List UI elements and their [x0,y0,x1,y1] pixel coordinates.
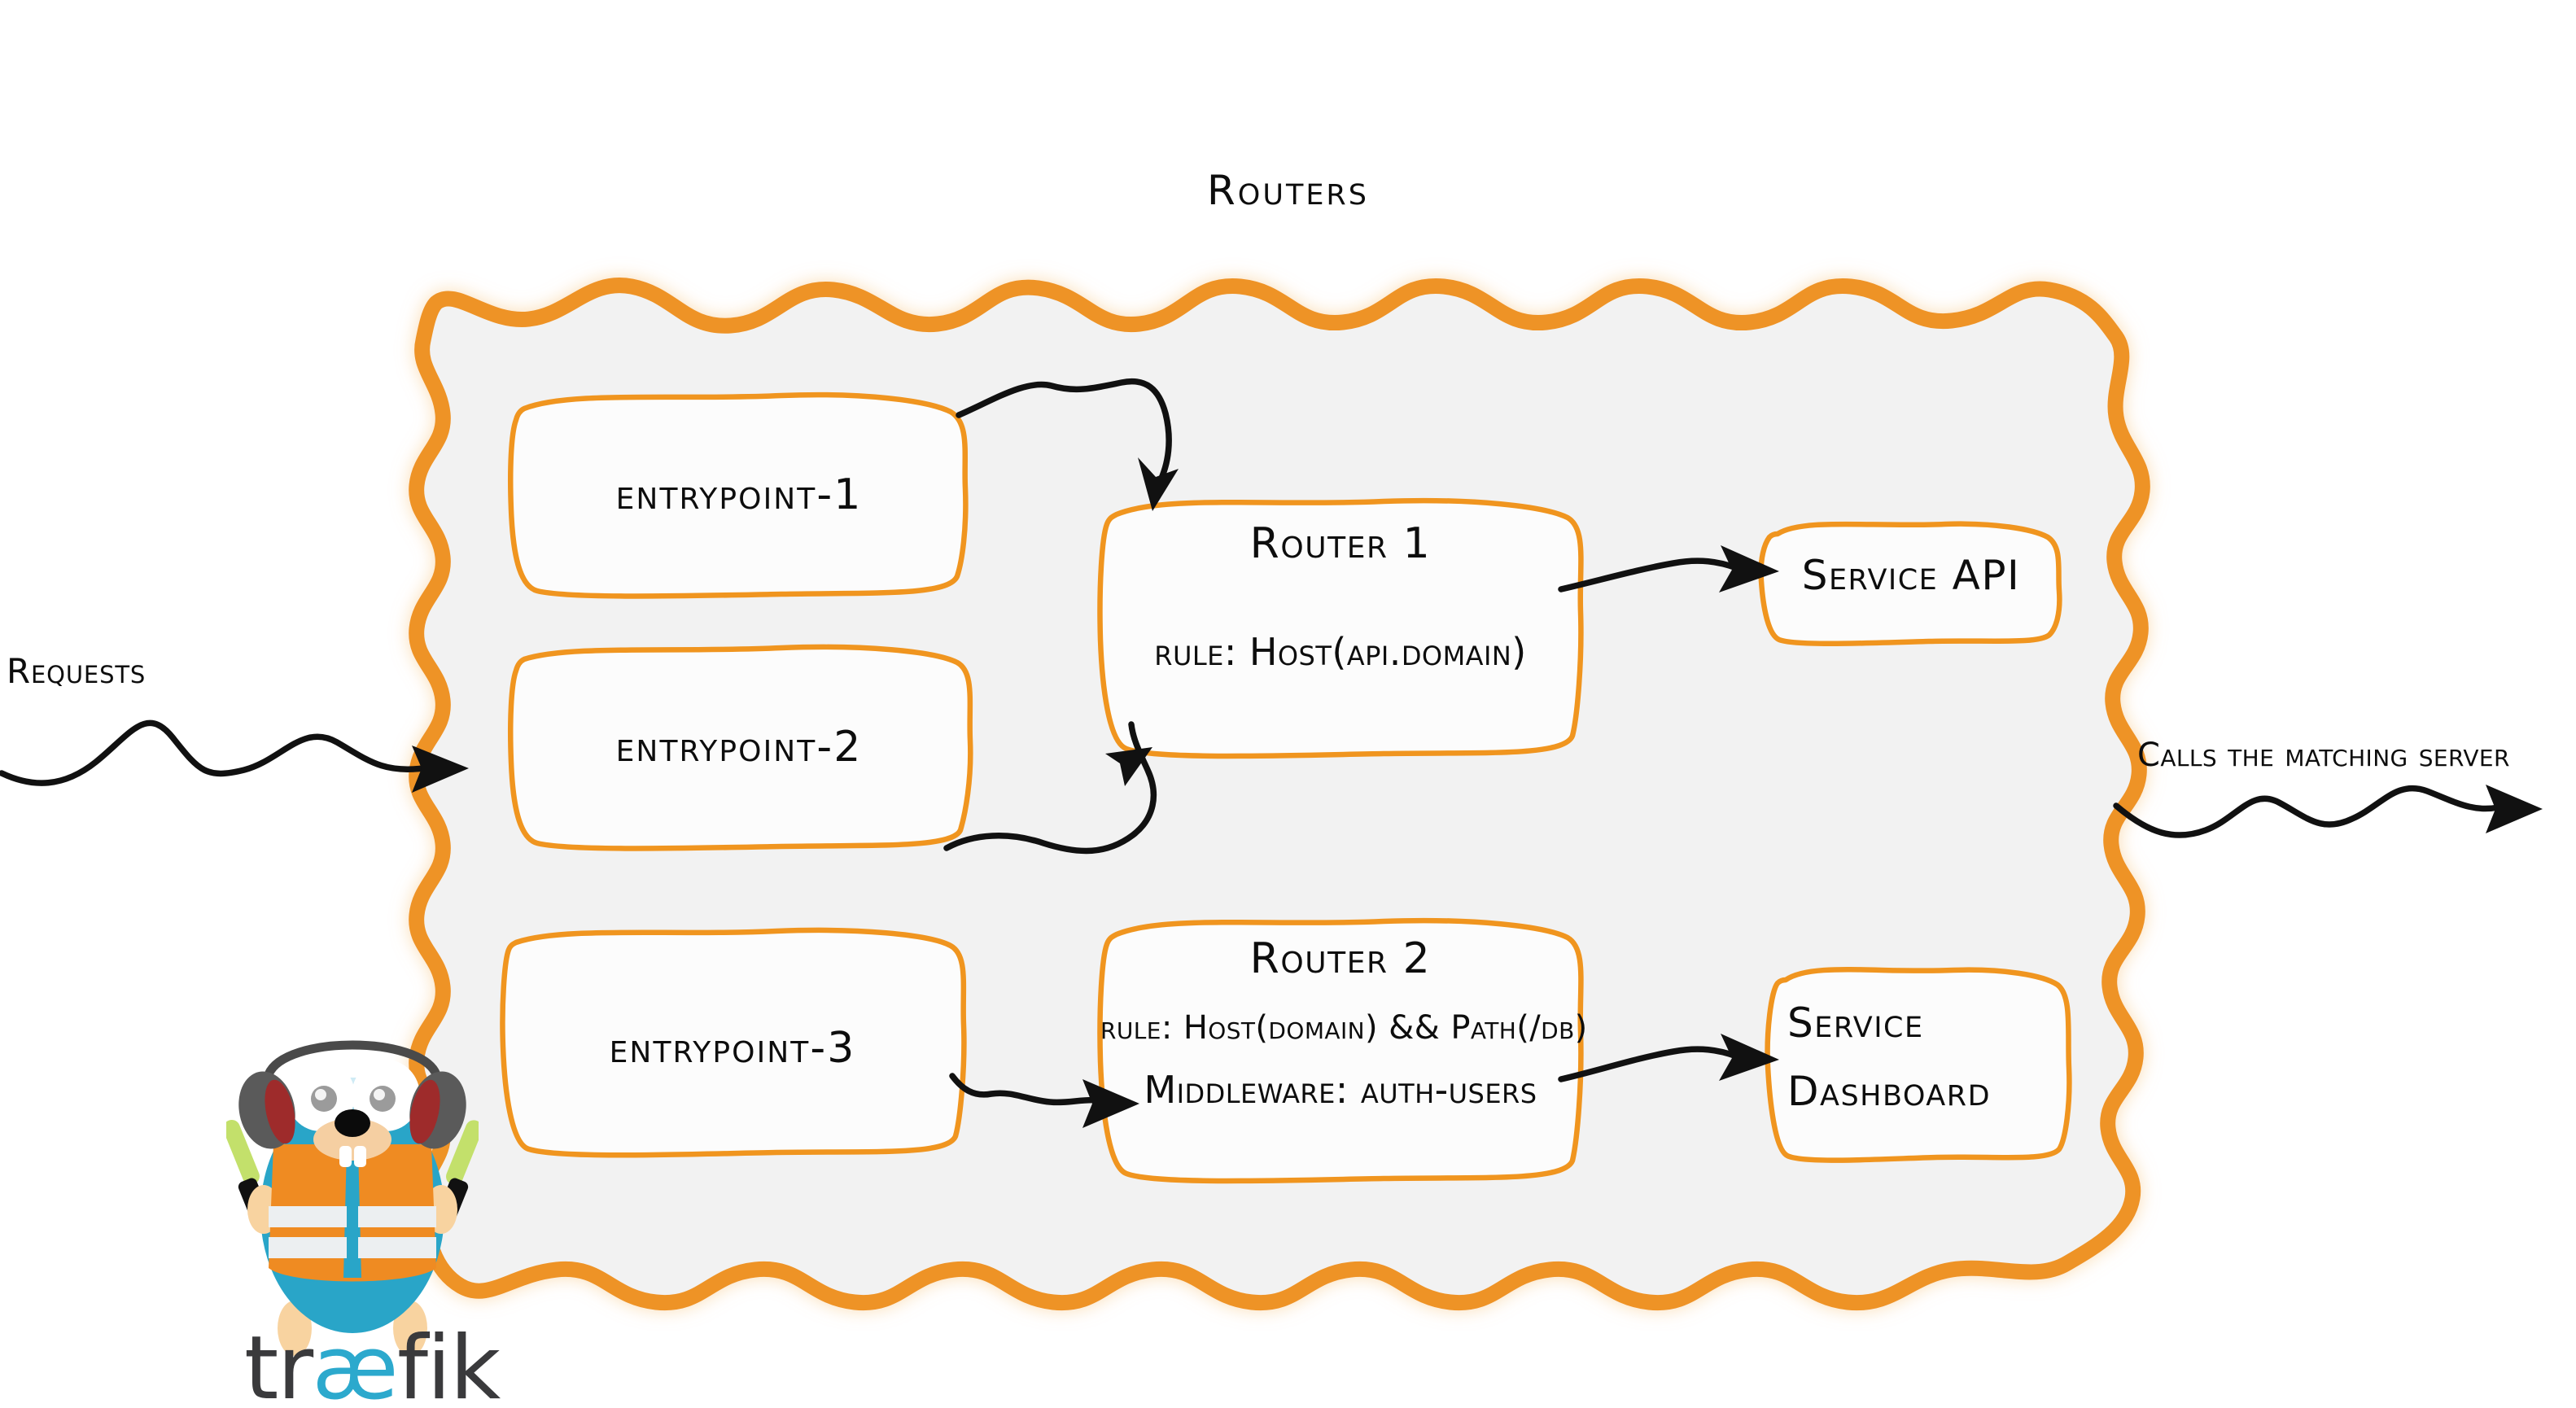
calls-server-caption: Calls the matching server [2137,737,2510,774]
router-1-title: Router 1 [1249,519,1432,568]
router-1-rule: rule: Host(api.domain) [1154,630,1527,674]
safety-vest [269,1144,436,1282]
gopher-nose-icon [335,1109,370,1137]
arrow-router1-to-service-api [1558,545,1779,592]
gopher-teeth [339,1146,366,1167]
page-title: Routers [1207,167,1369,214]
routers-panel [409,278,2150,1311]
entrypoint-2-label: entrypoint-2 [615,723,863,772]
requests-caption: Requests [7,651,147,691]
service-dashboard-label-line1: Service [1787,999,1924,1047]
router-2-middleware: Middleware: auth-users [1144,1068,1537,1112]
headphone-cup-right-icon [409,1071,466,1149]
router-2-rule: rule: Host(domain) && Path(/db) [1100,1009,1588,1047]
headphone-cup-left-icon [238,1071,295,1149]
wordmark-ae: æ [312,1318,399,1408]
arrow-panel-to-server [2113,785,2543,838]
gopher-eye-right [352,1060,420,1131]
entrypoint-1-label: entrypoint-1 [615,470,863,519]
gopher-eye-left [286,1060,355,1131]
traefik-gopher-logo [226,1040,479,1356]
arrow-requests-to-panel [0,719,469,793]
entrypoint-3-label: entrypoint-3 [609,1024,856,1073]
router-2-title: Router 2 [1249,934,1432,983]
wordmark-part1: tr [244,1318,313,1408]
headphone-band-icon [264,1040,441,1079]
arrow-entrypoint2-to-router1 [943,721,1157,855]
service-dashboard-label-line2: Dashboard [1787,1068,1992,1115]
traefik-wordmark: træfik [244,1325,501,1408]
arrow-entrypoint1-to-router1 [956,378,1179,511]
wordmark-part2: fik [396,1318,501,1408]
service-api-label: Service API [1801,552,2021,599]
arrow-router2-to-service-dashboard [1558,1034,1779,1082]
gopher-muzzle [313,1118,391,1161]
service-dashboard-box[interactable] [1765,966,2072,1163]
